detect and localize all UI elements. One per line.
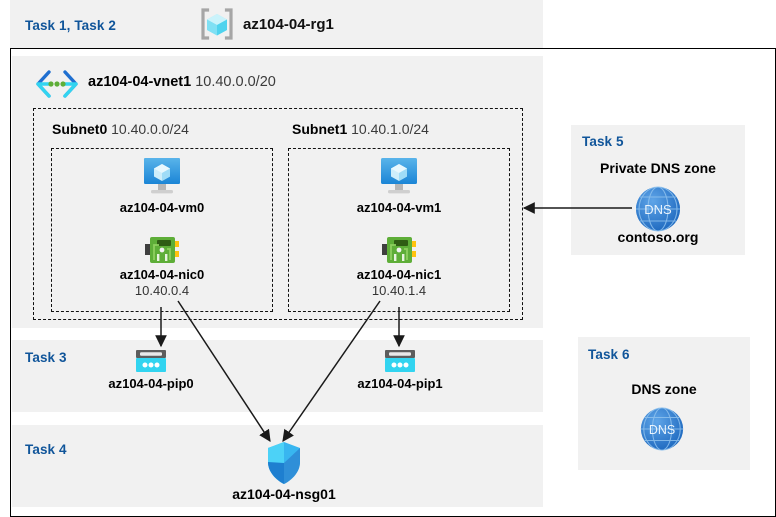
task-label-5: Task 5 bbox=[582, 134, 624, 149]
vnet-panel bbox=[12, 56, 543, 328]
vm1-node[interactable]: az104-04-vm1 bbox=[324, 155, 474, 216]
subnet0-box bbox=[51, 148, 273, 312]
nic1-label: az104-04-nic1 bbox=[356, 267, 442, 282]
nic1-node[interactable]: az104-04-nic1 10.40.1.4 bbox=[324, 233, 474, 300]
vnet-address-space: 10.40.0.0/20 bbox=[195, 74, 276, 90]
subnet0-name: Subnet0 bbox=[52, 121, 108, 137]
subnet0-header: Subnet0 10.40.0.0/24 bbox=[52, 121, 189, 137]
public-ip-panel bbox=[12, 340, 543, 412]
dns-icon-text: DNS bbox=[644, 202, 672, 217]
public-dns-title: DNS zone bbox=[631, 381, 697, 397]
network-security-group-icon bbox=[209, 440, 359, 486]
subnet0-cidr: 10.40.0.0/24 bbox=[111, 121, 189, 137]
pip0-node[interactable]: az104-04-pip0 bbox=[76, 348, 226, 392]
vm0-node[interactable]: az104-04-vm0 bbox=[87, 155, 237, 216]
nic1-ip: 10.40.1.4 bbox=[371, 283, 427, 299]
dns-zone-icon: DNS bbox=[633, 184, 683, 234]
network-interface-icon bbox=[324, 233, 474, 267]
nic0-node[interactable]: az104-04-nic0 10.40.0.4 bbox=[87, 233, 237, 300]
task-label-3: Task 3 bbox=[25, 350, 67, 365]
nsg-node[interactable]: az104-04-nsg01 bbox=[209, 440, 359, 504]
virtual-machine-icon bbox=[324, 155, 474, 200]
pip1-node[interactable]: az104-04-pip1 bbox=[325, 348, 475, 392]
network-interface-icon bbox=[87, 233, 237, 267]
nsg-label: az104-04-nsg01 bbox=[232, 486, 336, 502]
task-label-4: Task 4 bbox=[25, 442, 67, 457]
task-label-6: Task 6 bbox=[588, 347, 630, 362]
dns-zone-icon: DNS bbox=[638, 405, 686, 453]
resource-group-name: az104-04-rg1 bbox=[243, 16, 334, 33]
subnet1-cidr: 10.40.1.0/24 bbox=[351, 121, 429, 137]
public-ip-icon bbox=[76, 348, 226, 376]
dns-icon-text: DNS bbox=[649, 423, 675, 437]
subnet1-header: Subnet1 10.40.1.0/24 bbox=[292, 121, 429, 137]
resource-group-band bbox=[10, 0, 543, 48]
vnet-header: az104-04-vnet1 10.40.0.0/20 bbox=[88, 74, 276, 90]
private-dns-title: Private DNS zone bbox=[600, 160, 716, 176]
vm1-label: az104-04-vm1 bbox=[356, 200, 442, 215]
subnet1-name: Subnet1 bbox=[292, 121, 348, 137]
virtual-machine-icon bbox=[87, 155, 237, 200]
virtual-network-icon bbox=[34, 69, 80, 99]
private-dns-name: contoso.org bbox=[617, 229, 699, 245]
nic0-ip: 10.40.0.4 bbox=[134, 283, 190, 299]
pip0-label: az104-04-pip0 bbox=[108, 376, 194, 391]
public-ip-icon bbox=[325, 348, 475, 376]
resource-group-icon bbox=[199, 7, 235, 41]
vm0-label: az104-04-vm0 bbox=[119, 200, 205, 215]
pip1-label: az104-04-pip1 bbox=[357, 376, 443, 391]
nic0-label: az104-04-nic0 bbox=[119, 267, 205, 282]
task-label-1-2: Task 1, Task 2 bbox=[25, 18, 116, 33]
subnets-container bbox=[33, 108, 523, 320]
vnet-name: az104-04-vnet1 bbox=[88, 74, 192, 90]
